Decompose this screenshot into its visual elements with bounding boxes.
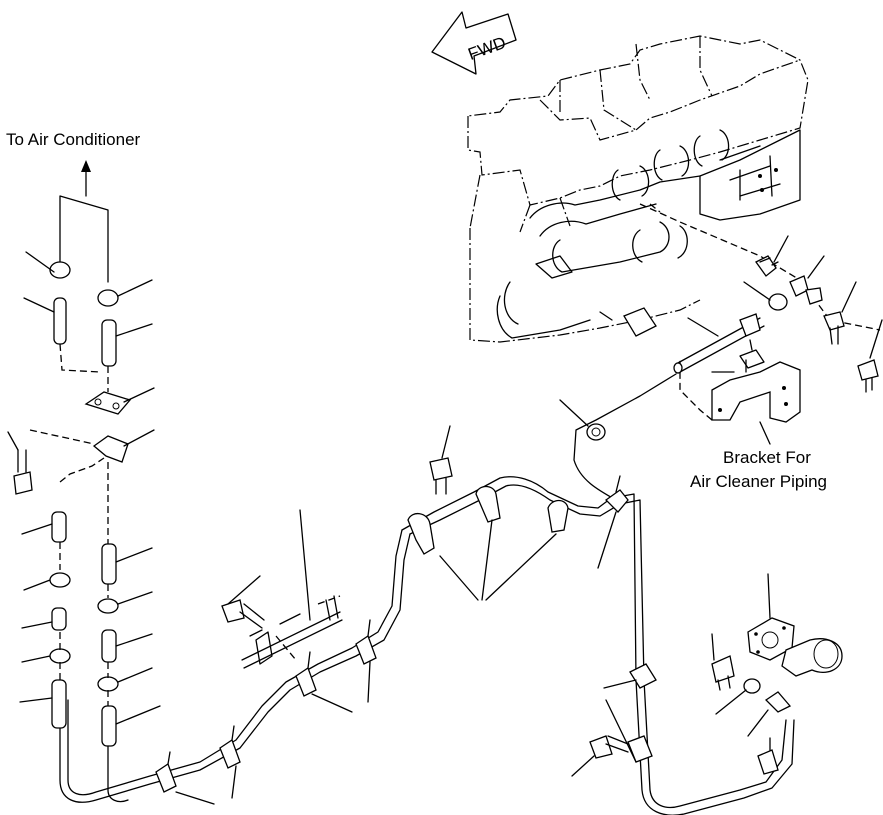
left-hose-stack-a	[19, 251, 105, 729]
bolt-top	[429, 425, 453, 495]
routed-pipe	[59, 373, 795, 815]
bolt-right-1	[823, 281, 857, 345]
pipe-bracket-mid	[241, 509, 343, 669]
elbow-fitting	[789, 255, 825, 305]
hose-sleeve-upper	[599, 307, 657, 337]
bolt-mid	[221, 575, 265, 629]
bolt-lower-right	[571, 735, 629, 777]
left-hose-stack-b	[29, 279, 161, 803]
cap	[743, 281, 788, 311]
bracket-label-line1: Bracket For	[723, 448, 811, 467]
air-cleaner-pipe-rod	[673, 313, 765, 374]
engine-block	[467, 35, 881, 343]
connector-fitting	[755, 235, 789, 277]
bolt-right-2	[857, 319, 883, 393]
bolt-left	[7, 431, 33, 495]
elbow-flange	[747, 573, 843, 677]
to-air-conditioner-label: To Air Conditioner	[6, 130, 141, 149]
ac-branch-arrow	[59, 160, 109, 283]
lower-fittings	[711, 633, 792, 737]
clamps	[155, 475, 779, 805]
air-cleaner-bracket	[679, 339, 801, 445]
fwd-label: FWD	[465, 33, 508, 64]
bracket-label-line2: Air Cleaner Piping	[690, 472, 827, 491]
grommet	[559, 399, 606, 441]
fwd-arrow: FWD	[431, 11, 517, 75]
